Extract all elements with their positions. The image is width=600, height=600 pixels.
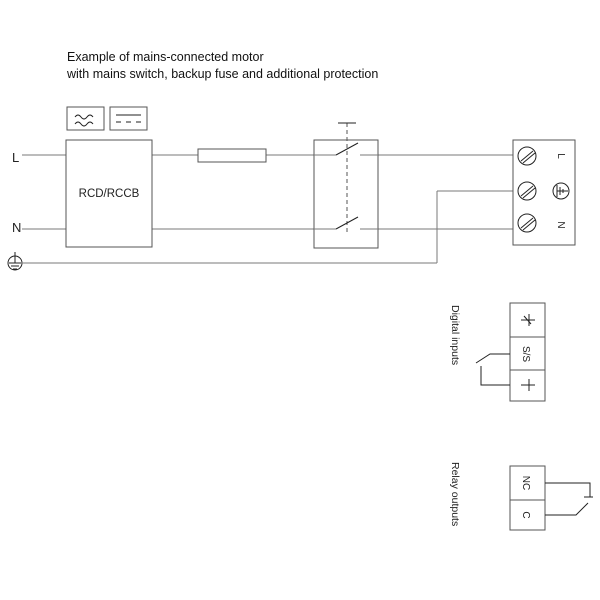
relay-nc-label: NC — [520, 476, 531, 490]
digital-input-common-icon — [521, 379, 535, 391]
protective-earth-icon — [552, 182, 570, 200]
rcd-label: RCD/RCCB — [79, 188, 140, 200]
terminal-screw-l — [517, 146, 537, 166]
wiring — [22, 154, 513, 264]
relay-outputs-label: Relay outputs — [449, 462, 461, 526]
digital-input-ss-label: S/S — [520, 346, 531, 362]
ac-wave-icon — [66, 106, 105, 131]
diagram-title-line-2: with mains switch, backup fuse and addit… — [67, 67, 379, 81]
terminal-label-l: L — [555, 153, 566, 159]
motor-terminal-block: L N — [512, 139, 576, 246]
terminal-label-n: N — [555, 221, 566, 228]
supply-l-label: L — [12, 150, 19, 165]
mains-switch — [313, 122, 379, 249]
relay-c-label: C — [520, 511, 531, 518]
terminal-screw-n — [517, 213, 537, 233]
terminal-screw-earth — [517, 181, 537, 201]
diagram-title-line-1: Example of mains-connected motor — [67, 50, 264, 64]
digital-inputs-terminal-block: S/S — [509, 302, 546, 402]
backup-fuse — [197, 148, 267, 163]
ground-icon — [7, 252, 23, 271]
relay-outputs-terminal-block: NC C — [509, 465, 546, 531]
relay-output-contact — [545, 482, 593, 516]
supply-n-label: N — [12, 220, 21, 235]
dc-dashed-icon — [109, 106, 148, 131]
digital-input-symbol-icon — [521, 314, 535, 326]
digital-inputs-label: Digital inputs — [449, 305, 461, 365]
digital-input-contact — [475, 353, 510, 386]
rcd-device: RCD/RCCB — [65, 139, 153, 248]
